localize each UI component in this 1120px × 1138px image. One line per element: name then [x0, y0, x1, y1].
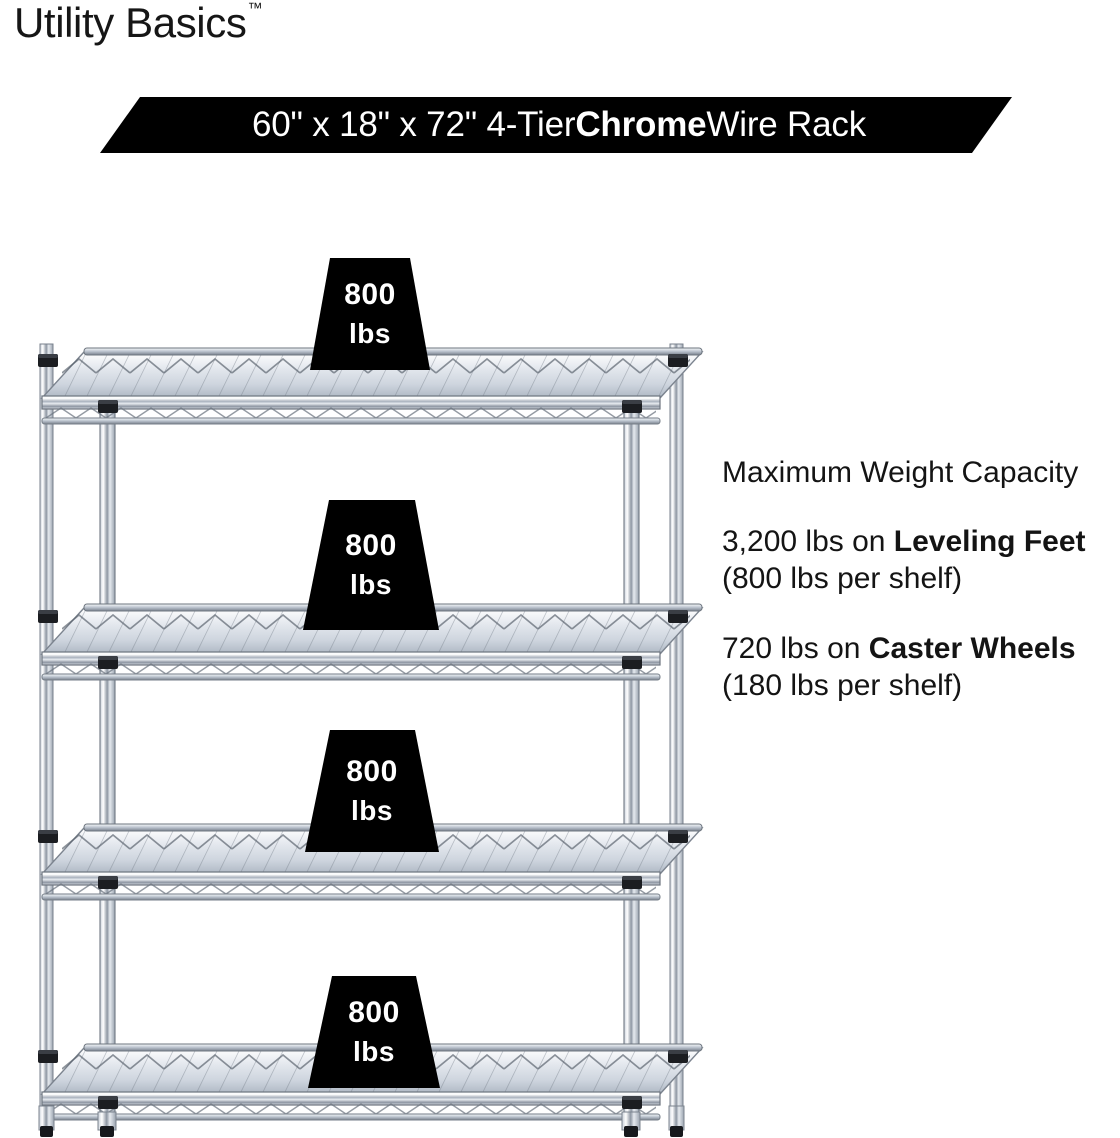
weight-badge-value: 800	[346, 755, 398, 788]
capacity-emphasis: Caster Wheels	[868, 632, 1076, 666]
capacity-emphasis: Leveling Feet	[893, 525, 1086, 559]
collar-shelf2-back-right	[668, 610, 688, 623]
collar-shelf2-back-left	[38, 610, 58, 623]
leveling-foot-front-left	[97, 1111, 117, 1137]
capacity-caster-wheels: 720 lbs on Caster Wheels (180 lbs per sh…	[722, 631, 1120, 704]
collar-shelf2-front-left	[98, 656, 118, 669]
banner-prefix: 60" x 18" x 72" 4-Tier	[251, 105, 576, 144]
weight-badge-unit: lbs	[350, 569, 392, 600]
weight-badge-value: 800	[345, 529, 397, 562]
trademark-symbol: ™	[247, 0, 263, 17]
weight-badge-tier-2: 800 lbs	[303, 500, 439, 630]
weight-badge-tier-1: 800 lbs	[310, 258, 430, 370]
collar-shelf1-back-right	[668, 354, 688, 367]
wire-rack-illustration	[22, 240, 722, 1138]
wire-rack-svg	[38, 343, 703, 1137]
collar-shelf3-front-right	[622, 876, 642, 889]
banner-emphasis: Chrome	[575, 105, 707, 144]
post-front-left	[99, 389, 116, 1119]
product-title-banner: 60" x 18" x 72" 4-Tier Chrome Wire Rack	[100, 97, 1012, 153]
post-back-right	[669, 343, 684, 1115]
leveling-foot-front-right	[621, 1111, 641, 1137]
weight-capacity-info: Maximum Weight Capacity 3,200 lbs on Lev…	[722, 455, 1120, 738]
capacity-tail: (180 lbs per shelf)	[722, 668, 963, 702]
post-front-right	[623, 389, 640, 1119]
collar-shelf4-front-right	[622, 1096, 642, 1109]
weight-badge-unit: lbs	[351, 795, 393, 826]
collar-shelf3-front-left	[98, 876, 118, 889]
brand-logo: Utility Basics™	[14, 0, 263, 46]
collar-shelf1-front-right	[622, 400, 642, 413]
collar-shelf2-front-right	[622, 656, 642, 669]
weight-badge-tier-3: 800 lbs	[305, 730, 439, 852]
capacity-lead: 720 lbs on	[722, 632, 869, 666]
capacity-tail: (800 lbs per shelf)	[722, 561, 963, 595]
collar-shelf4-front-left	[98, 1096, 118, 1109]
capacity-heading: Maximum Weight Capacity	[722, 456, 1079, 489]
weight-badge-value: 800	[348, 996, 400, 1029]
weight-badge-unit: lbs	[353, 1036, 395, 1067]
leveling-foot-back-right	[668, 1105, 685, 1137]
product-title-text: 60" x 18" x 72" 4-Tier Chrome Wire Rack	[100, 97, 1012, 153]
collar-shelf1-back-left	[38, 354, 58, 367]
collar-shelf3-back-left	[38, 830, 58, 843]
weight-badge-unit: lbs	[349, 318, 391, 349]
leveling-foot-back-left	[38, 1105, 55, 1137]
banner-suffix: Wire Rack	[706, 105, 867, 144]
collar-shelf4-back-left	[38, 1050, 58, 1063]
capacity-lead: 3,200 lbs on	[722, 525, 894, 559]
collar-shelf3-back-right	[668, 830, 688, 843]
post-back-left	[39, 343, 54, 1115]
weight-badge-tier-4: 800 lbs	[308, 976, 440, 1088]
brand-name: Utility Basics	[14, 0, 247, 46]
collar-shelf4-back-right	[668, 1050, 688, 1063]
capacity-leveling-feet: 3,200 lbs on Leveling Feet (800 lbs per …	[722, 524, 1120, 597]
weight-badge-value: 800	[344, 278, 396, 311]
collar-shelf1-front-left	[98, 400, 118, 413]
